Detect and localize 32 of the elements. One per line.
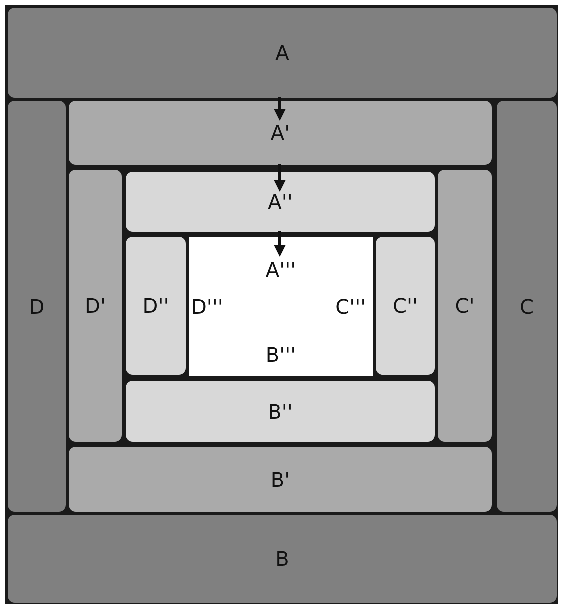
panel-label: B''' <box>266 345 296 366</box>
panel-label: D <box>29 296 45 316</box>
center-panel <box>189 237 373 376</box>
panel-label: D''' <box>191 296 224 316</box>
rounded-panel <box>8 8 557 98</box>
rounded-panel <box>69 447 492 512</box>
panel-label: B' <box>270 470 290 490</box>
rounded-panel <box>8 515 557 603</box>
rounded-panel <box>8 101 66 512</box>
arrow <box>274 97 286 121</box>
panel-label: B <box>276 549 290 569</box>
rounded-panel <box>69 101 492 165</box>
rounded-panel <box>126 237 186 375</box>
rounded-panel <box>126 172 435 232</box>
panel-label: C''' <box>336 296 366 316</box>
panel-label: A <box>276 43 290 63</box>
panel-label: A'' <box>268 192 293 212</box>
rounded-panel <box>126 381 435 442</box>
panel-label: C <box>520 296 534 316</box>
arrow <box>274 164 286 192</box>
arrow <box>274 231 286 257</box>
panel-label: A' <box>270 123 290 143</box>
rounded-panel <box>438 170 492 442</box>
rounded-panel <box>497 101 557 512</box>
panel-label: A''' <box>266 260 296 280</box>
panel-label: C'' <box>393 296 418 316</box>
panel-label: D' <box>85 296 106 316</box>
panel-label: C' <box>455 296 475 316</box>
rounded-panel <box>376 237 435 375</box>
rounded-panel <box>69 170 122 442</box>
panel-label: B'' <box>268 402 293 422</box>
panel-label: D'' <box>142 296 170 316</box>
